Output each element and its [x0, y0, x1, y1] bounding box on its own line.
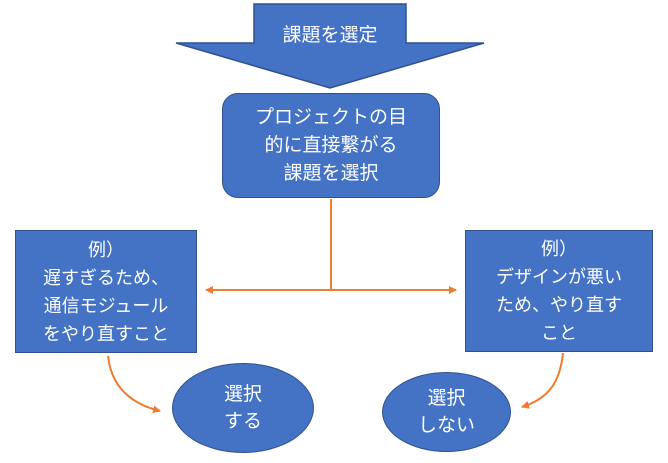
- text-line: 例）: [541, 239, 577, 259]
- text-line: する: [223, 411, 262, 432]
- text-line: しない: [417, 415, 475, 436]
- connector-curve-left-arrow: [107, 355, 161, 414]
- not-select-ellipse: 選択 しない: [382, 372, 511, 452]
- connector-curve-right-arrow: [521, 352, 564, 409]
- text-line: 通信モジュール: [43, 295, 169, 316]
- text-line: ため、やり直す: [496, 295, 622, 315]
- select-ellipse: 選択 する: [172, 363, 314, 453]
- text-line: デザインが悪い: [496, 267, 622, 287]
- text-line: 的に直接繋がる: [264, 134, 398, 156]
- text-line: 選択: [427, 388, 466, 409]
- down-arrow-shape: [175, 3, 485, 89]
- text-line: 遅すぎるため、: [43, 267, 169, 288]
- text-line: 課題を選択: [283, 162, 379, 184]
- text-line: をやり直すこと: [43, 323, 169, 344]
- text-line: こと: [541, 323, 577, 343]
- right-example-box: 例） デザインが悪い ため、やり直す こと: [465, 230, 653, 352]
- left-example-box: 例） 遅すぎるため、 通信モジュール をやり直すこと: [15, 230, 197, 353]
- text-line: プロジェクトの目: [254, 106, 407, 128]
- center-goal-box: プロジェクトの目 的に直接繋がる 課題を選択: [222, 93, 440, 198]
- top-arrow-label: 課題を選定: [282, 24, 378, 46]
- text-line: 選択: [223, 384, 262, 405]
- text-line: 例）: [88, 239, 124, 260]
